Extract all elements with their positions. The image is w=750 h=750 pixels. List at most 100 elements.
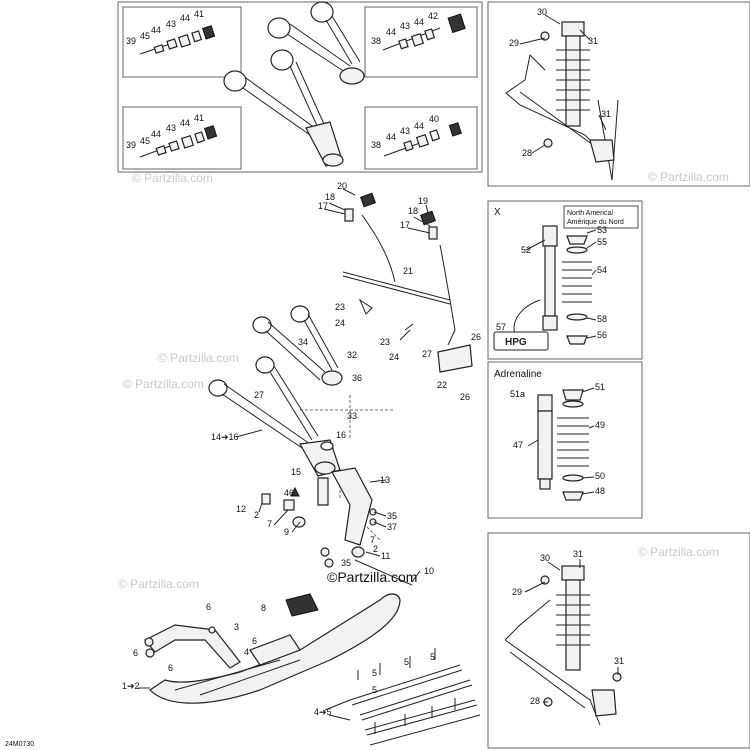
x-shock (493, 225, 592, 351)
callout-9: 9 (284, 527, 289, 537)
adrenaline-shock-frame (487, 361, 643, 519)
hardware-row-top-right (382, 13, 466, 51)
callout-45: 45 (140, 31, 150, 41)
callout-24: 24 (335, 318, 345, 328)
callout-36: 36 (352, 373, 362, 383)
callout-37: 37 (387, 522, 397, 532)
callout-5: 5 (372, 668, 377, 678)
callout-44: 44 (151, 25, 161, 35)
diagram-code: 24M0730 (5, 741, 34, 748)
callout-46: 46 (284, 488, 294, 498)
callout-7: 7 (267, 519, 272, 529)
callout-51a: 51a (510, 389, 525, 399)
na-label-line2: Amérique du Nord (567, 219, 624, 226)
arm-bushing-frame (117, 1, 483, 173)
na-label-line1: North America/ (567, 210, 613, 217)
watermark-bottom-left: © Partzilla.com (118, 577, 199, 591)
callout-31: 31 (588, 36, 598, 46)
inset-bottom-right (364, 106, 478, 170)
callout-44: 44 (414, 121, 424, 131)
callout-26: 26 (460, 392, 470, 402)
callout-34: 34 (298, 337, 308, 347)
callout-24: 24 (389, 352, 399, 362)
callout-49: 49 (595, 420, 605, 430)
callout-35: 35 (387, 511, 397, 521)
callout-27: 27 (422, 349, 432, 359)
shock-bottom-frame (487, 532, 750, 749)
callout-43: 43 (400, 21, 410, 31)
hardware-row-bottom-right (383, 122, 462, 157)
watermark-mid: © Partzilla.com (158, 351, 239, 365)
ski-runners (349, 648, 481, 746)
callout-35: 35 (341, 558, 351, 568)
callout-2: 2 (254, 510, 259, 520)
callout-29: 29 (509, 38, 519, 48)
callout-28: 28 (522, 148, 532, 158)
callout-17: 17 (318, 201, 328, 211)
callout-48: 48 (595, 486, 605, 496)
callout-30: 30 (537, 7, 547, 17)
dashed-guides (300, 395, 395, 541)
callout-55: 55 (597, 237, 607, 247)
callout-27: 27 (254, 390, 264, 400)
callout-58: 58 (597, 314, 607, 324)
callout-23: 23 (335, 302, 345, 312)
watermark-top: © Partzilla.com (132, 171, 213, 185)
watermark-center: ©Partzilla.com (327, 569, 417, 585)
hpg-logo (493, 331, 549, 351)
callout-44: 44 (180, 118, 190, 128)
callout-5: 5 (404, 657, 409, 667)
callout-38: 38 (371, 36, 381, 46)
watermark-mid-left: © Partzilla.com (123, 377, 204, 391)
stabilizer-bar (342, 192, 473, 373)
callout-5: 5 (372, 685, 377, 695)
adrenaline-panel-title: Adrenaline (494, 369, 542, 380)
inset-top-left (122, 6, 242, 78)
callout-47: 47 (513, 440, 523, 450)
callout-56: 56 (597, 330, 607, 340)
callout-3: 3 (234, 622, 239, 632)
callout-17: 17 (400, 220, 410, 230)
callout-40: 40 (429, 114, 439, 124)
inset-top-right (364, 6, 478, 78)
shock-top-frame (487, 1, 750, 187)
callout-6: 6 (206, 602, 211, 612)
callout-50: 50 (595, 471, 605, 481)
callout-4-5: 4➔5 (314, 707, 332, 717)
callout-28: 28 (530, 696, 540, 706)
na-label-box (563, 205, 639, 229)
x-shock-frame (487, 200, 643, 360)
callout-20: 20 (337, 181, 347, 191)
watermark-bottom-right: © Partzilla.com (638, 545, 719, 559)
callout-31: 31 (573, 549, 583, 559)
callout-29: 29 (512, 587, 522, 597)
callout-1-2: 1➔2 (122, 681, 140, 691)
callout-39: 39 (126, 140, 136, 150)
callout-15: 15 (291, 467, 301, 477)
callout-7: 7 (370, 535, 375, 545)
callout-26: 26 (471, 332, 481, 342)
callout-19: 19 (418, 196, 428, 206)
callout-16: 16 (336, 430, 346, 440)
adrenaline-shock (537, 389, 589, 501)
callout-44: 44 (180, 13, 190, 23)
callout-30: 30 (540, 553, 550, 563)
callout-6: 6 (252, 636, 257, 646)
callout-4: 4 (244, 647, 249, 657)
callout-11: 11 (381, 551, 390, 561)
hardware-row-bottom-left (139, 125, 218, 158)
hardware-row-top-left (139, 25, 216, 55)
callout-31: 31 (614, 656, 624, 666)
a-arm-upper (252, 305, 343, 386)
shock-assembly-top (505, 21, 619, 181)
callout-43: 43 (166, 123, 176, 133)
hpg-logo-text: HPG (505, 337, 527, 348)
watermark-top-right: © Partzilla.com (648, 170, 729, 184)
callout-51: 51 (595, 382, 605, 392)
callout-41: 41 (194, 113, 204, 123)
callout-labels: 39 45 44 43 44 41 38 44 43 44 42 39 45 4… (122, 7, 624, 717)
callout-38: 38 (371, 140, 381, 150)
spindle (261, 467, 413, 586)
